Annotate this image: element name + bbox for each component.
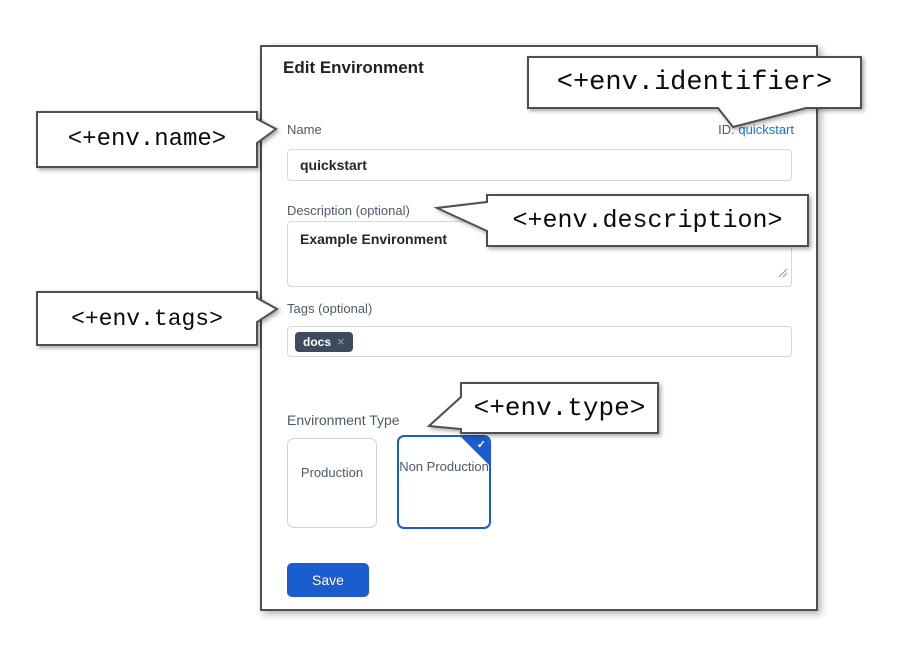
name-label: Name (287, 122, 322, 137)
resize-handle-icon[interactable] (778, 265, 788, 283)
callout-bubble-tags (36, 291, 279, 346)
tags-input[interactable]: docs × (287, 326, 792, 357)
callout-text-name: <+env.name> (67, 126, 227, 153)
id-value-link[interactable]: quickstart (738, 122, 794, 137)
environment-type-label: Environment Type (287, 412, 400, 428)
save-button[interactable]: Save (287, 563, 369, 597)
name-input[interactable] (287, 149, 792, 181)
dialog-title: Edit Environment (283, 58, 424, 77)
description-textarea[interactable]: Example Environment (287, 221, 792, 287)
check-icon: ✓ (476, 439, 486, 451)
callout-text-tags: <+env.tags> (71, 305, 223, 332)
tag-chip-label: docs (303, 334, 332, 349)
non-production-card-label: Non Production (399, 459, 489, 474)
tags-label: Tags (optional) (287, 301, 373, 316)
environment-id: ID: quickstart (718, 122, 794, 137)
production-card-label: Production (300, 465, 364, 480)
id-label: ID: (718, 122, 735, 137)
tag-chip-docs: docs × (295, 331, 353, 352)
description-label: Description (optional) (287, 203, 410, 218)
edit-environment-dialog: Edit Environment Name ID: quickstart Des… (260, 45, 818, 611)
callout-bubble-name (36, 111, 278, 168)
environment-type-card-production[interactable]: Production (287, 438, 377, 528)
environment-type-card-non-production[interactable]: Non Production ✓ (397, 435, 491, 529)
tag-remove-icon[interactable]: × (337, 333, 345, 349)
description-value: Example Environment (300, 231, 448, 247)
